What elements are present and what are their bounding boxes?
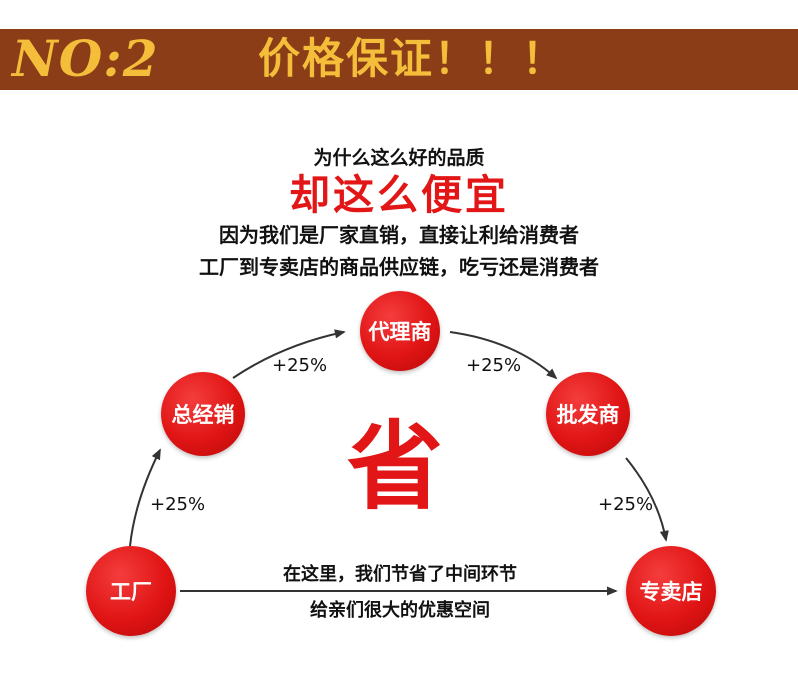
node-agent: 代理商	[360, 291, 440, 371]
banner-title: 价格保证！！！	[258, 34, 567, 83]
headline-question: 为什么这么好的品质	[313, 147, 485, 169]
headline-emphasis: 却这么便宜	[289, 171, 509, 219]
arrow-factory-to-distributor	[129, 448, 161, 547]
node-general-distributor: 总经销	[161, 372, 245, 456]
banner-number: NO:2	[12, 29, 159, 88]
title-banner: NO:2 价格保证！！！	[0, 29, 798, 90]
arrow-wholesaler-to-store	[625, 457, 669, 542]
caption-line-1: 在这里，我们节省了中间环节	[283, 564, 517, 585]
save-character: 省	[347, 411, 443, 523]
markup-label: +25%	[598, 494, 654, 515]
node-factory: 工厂	[86, 546, 176, 636]
node-store: 专卖店	[626, 546, 716, 636]
markup-label: +25%	[466, 355, 522, 376]
arrow-agent-to-wholesaler	[449, 331, 558, 380]
arrow-distributor-to-agent	[232, 329, 346, 379]
markup-label: +25%	[272, 355, 328, 376]
headline-supply-chain: 工厂到专卖店的商品供应链，吃亏还是消费者	[199, 255, 599, 279]
caption-line-2: 给亲们很大的优惠空间	[310, 600, 490, 621]
node-wholesaler: 批发商	[546, 372, 630, 456]
headline-reason: 因为我们是厂家直销，直接让利给消费者	[219, 223, 579, 247]
markup-label: +25%	[150, 494, 206, 515]
